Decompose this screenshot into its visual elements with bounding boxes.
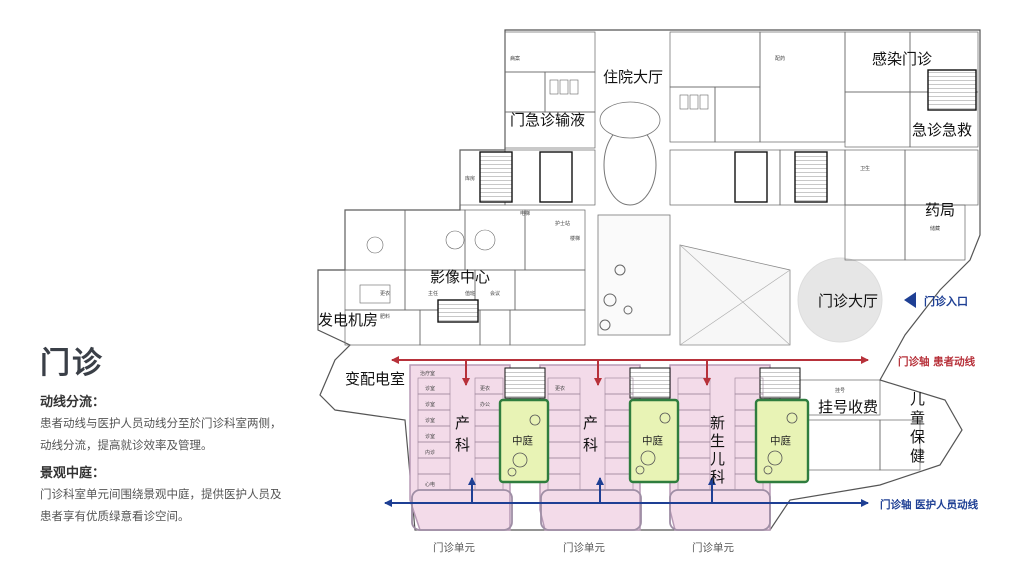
zone-label-registration: 挂号收费 — [818, 398, 878, 416]
room-label: 更衣 — [480, 385, 490, 392]
room-label: 储藏 — [930, 225, 940, 232]
courtyard-label: 中庭 — [642, 434, 663, 447]
room-label: 诊室 — [425, 385, 435, 392]
zone-label-obstetrics-1: 科 — [455, 436, 470, 454]
courtyard-label: 中庭 — [770, 434, 791, 447]
zone-label-neonatal: 儿 — [710, 450, 725, 468]
zone-label-child-health: 保 — [910, 428, 925, 446]
patient-axis-arrow — [391, 356, 869, 386]
unit-outline-2 — [540, 489, 642, 531]
courtyard-1 — [498, 398, 550, 484]
zone-label-outpatient-infusion: 门急诊输液 — [510, 111, 585, 129]
zone-label-pharmacy: 药局 — [925, 201, 955, 219]
unit-label-3: 门诊单元 — [692, 541, 734, 554]
fixtures — [359, 79, 709, 304]
zone-label-obstetrics-2: 科 — [583, 436, 598, 454]
stair-cores — [437, 69, 977, 323]
room-label: 诊室 — [425, 401, 435, 408]
section-title: 门诊 — [40, 346, 104, 381]
unit-label-1: 门诊单元 — [433, 541, 475, 554]
flow-description: 患者动线与医护人员动线分至於门诊科室两侧，动线分流，提高就诊效率及管理。 — [40, 416, 282, 452]
courtyards — [498, 398, 810, 484]
zone-labels: 门急诊输液 住院大厅 感染门诊 急诊急救 药局 影像中心 发电机房 变配电室 门… — [318, 50, 972, 486]
room-label: 值班 — [465, 290, 475, 297]
room-grid — [344, 31, 979, 471]
room-label: 库房 — [465, 175, 475, 182]
unit-outlines — [411, 489, 771, 531]
room-label: 诊室 — [425, 417, 435, 424]
room-label: 卫生 — [860, 165, 870, 172]
room-label: 办公 — [480, 401, 490, 408]
garden-description: 门诊科室单元间围绕景观中庭，提供医护人员及患者享有优质绿意看诊空间。 — [40, 487, 282, 523]
zone-label-child-health: 童 — [910, 409, 925, 427]
zone-label-inpatient-hall: 住院大厅 — [603, 68, 663, 86]
room-label: 心电 — [425, 481, 435, 488]
zone-label-imaging: 影像中心 — [430, 268, 490, 286]
room-label: 病案 — [510, 55, 520, 62]
room-label: 楼梯 — [570, 235, 580, 242]
zone-label-obstetrics-1: 产 — [455, 414, 470, 432]
garden-heading: 景观中庭： — [40, 466, 106, 481]
staff-axis-label: 门诊轴 医护人员动线 — [880, 498, 979, 511]
room-label: 诊室 — [425, 433, 435, 440]
room-label: 挂号 — [835, 387, 845, 394]
central-atrium — [597, 101, 883, 346]
zone-label-child-health: 儿 — [910, 390, 925, 408]
room-label: 电梯 — [520, 210, 530, 217]
entrance-arrow — [904, 292, 916, 308]
entrance-label: 门诊入口 — [924, 294, 968, 308]
room-label: 会议 — [490, 290, 500, 297]
legend: 门诊入口 门诊轴 患者动线 门诊轴 医护人员动线 门诊单元 门诊单元 门诊单元 — [433, 294, 979, 554]
patient-axis-label: 门诊轴 患者动线 — [898, 355, 976, 368]
room-label: 更衣 — [555, 385, 565, 392]
courtyard-label: 中庭 — [512, 434, 533, 447]
room-label: 治疗室 — [420, 370, 435, 377]
unit-outline-3 — [669, 489, 771, 531]
room-label: 肥料 — [380, 313, 390, 320]
room-label: 护士站 — [555, 220, 570, 227]
zone-label-emergency: 急诊急救 — [912, 121, 972, 139]
zone-label-infection-clinic: 感染门诊 — [872, 50, 932, 68]
room-label: 更衣 — [380, 290, 390, 297]
zone-label-neonatal: 生 — [710, 432, 725, 450]
staff-axis-arrow — [384, 477, 869, 507]
unit-outline-1 — [411, 489, 513, 531]
flow-heading: 动线分流： — [40, 395, 106, 410]
zone-label-substation: 变配电室 — [345, 370, 405, 388]
zone-label-child-health: 健 — [910, 447, 925, 465]
zone-label-outpatient-hall: 门诊大厅 — [818, 292, 878, 310]
room-label: 主任 — [428, 290, 438, 297]
unit-label-2: 门诊单元 — [563, 541, 605, 554]
zone-label-neonatal: 新 — [710, 414, 725, 432]
outpatient-units — [409, 364, 801, 531]
zone-label-generator: 发电机房 — [318, 311, 378, 329]
room-label: 内诊 — [425, 449, 435, 456]
room-label: 配药 — [775, 55, 785, 62]
room-labels: 诊室 诊室 诊室 诊室 内诊 心电 治疗室 更衣 办公 更衣 挂号 肥料 更衣 … — [380, 55, 940, 488]
zone-label-obstetrics-2: 产 — [583, 414, 598, 432]
zone-label-neonatal: 科 — [710, 468, 725, 486]
